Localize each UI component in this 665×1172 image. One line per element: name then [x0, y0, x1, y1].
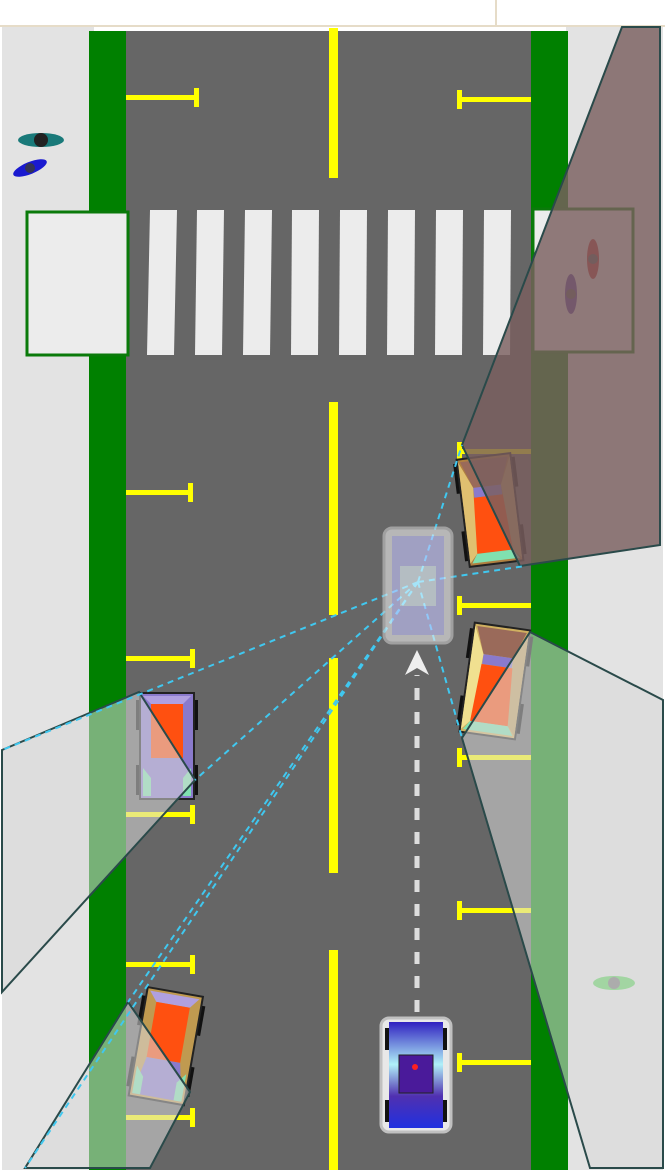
occlusion-zone-right-upper [460, 26, 661, 568]
center-lane-line [329, 28, 338, 1170]
left-curb [89, 31, 126, 1170]
left-crossing-pad [25, 210, 130, 357]
path-arrow-icon [405, 650, 429, 675]
ego-car [379, 1016, 453, 1134]
occlusion-zone-right-lower [460, 630, 664, 1169]
road [126, 31, 531, 1170]
left-sidewalk [2, 26, 94, 1170]
occlusion-zone-left-lower [23, 1000, 192, 1169]
ego-sensor-icon [412, 1064, 418, 1070]
sensor-rays [1, 444, 526, 1169]
crosswalk [147, 210, 511, 355]
pedestrian-blue [13, 159, 47, 177]
planned-path [405, 650, 429, 1012]
pedestrian-teal [18, 133, 64, 147]
ego-car-future [382, 526, 454, 645]
